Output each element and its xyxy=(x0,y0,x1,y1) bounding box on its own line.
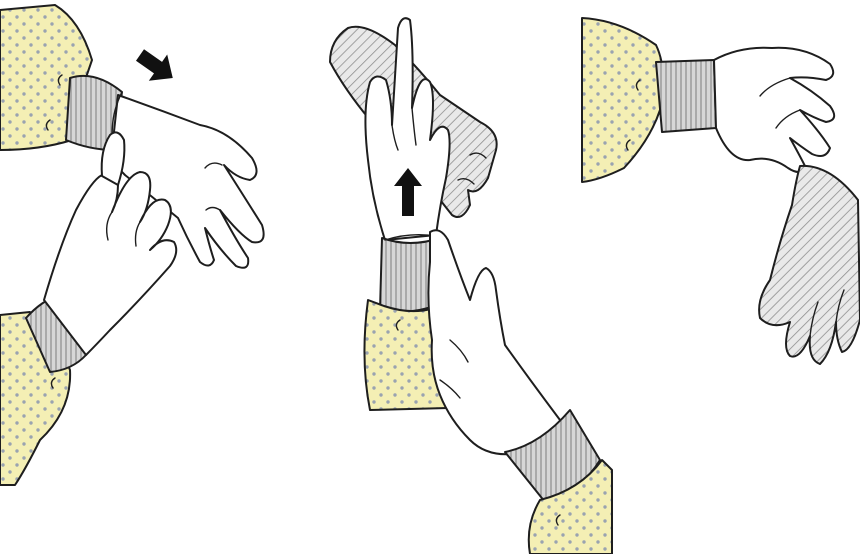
panel-1 xyxy=(0,5,264,485)
glove-right xyxy=(714,48,834,172)
panel-2 xyxy=(330,18,612,554)
panel-3 xyxy=(582,18,860,364)
arrow-down-right-icon xyxy=(131,42,182,91)
glove-lower-middle xyxy=(428,230,560,454)
sleeve-right xyxy=(582,18,663,182)
cuff-right xyxy=(656,60,716,132)
